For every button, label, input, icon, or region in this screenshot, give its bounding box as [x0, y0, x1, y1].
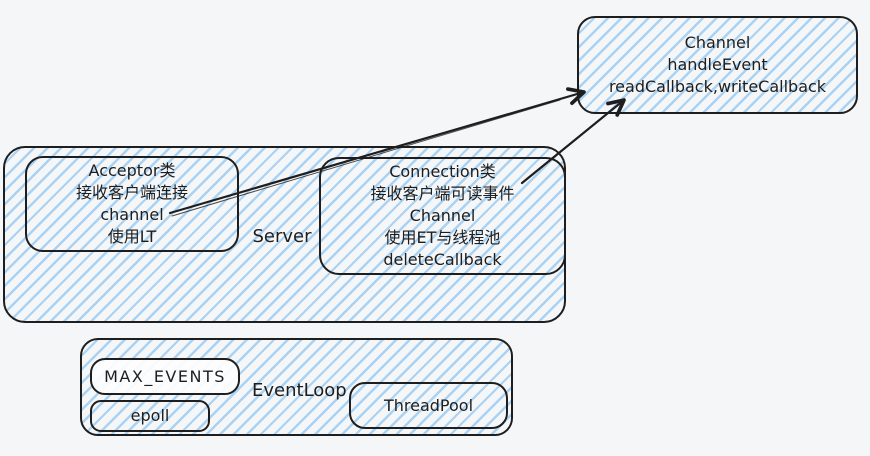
epoll-label: epoll — [130, 406, 170, 425]
channel-box-line-2: handleEvent — [667, 55, 768, 74]
connection-box-line-5: deleteCallback — [383, 250, 502, 269]
connection-box[interactable]: Connection类 接收客户端可读事件 Channel 使用ET与线程池 d… — [319, 157, 566, 275]
server-box[interactable]: Acceptor类 接收客户端连接 channel 使用LT Server Co… — [3, 146, 566, 323]
arrow-acceptor-channel-to-channel-box-roughstroke — [171, 99, 561, 217]
eventloop-box[interactable]: MAX_EVENTS epoll EventLoop ThreadPool — [80, 338, 513, 436]
channel-box[interactable]: Channel handleEvent readCallback,writeCa… — [577, 16, 858, 114]
acceptor-box-line-1: Acceptor类 — [88, 161, 176, 180]
connection-box-line-2: 接收客户端可读事件 — [370, 184, 515, 203]
arrow-acceptor-channel-to-channel-box[interactable] — [168, 87, 586, 215]
max-events-box[interactable]: MAX_EVENTS — [90, 358, 240, 395]
eventloop-label: EventLoop — [252, 380, 347, 401]
server-label: Server — [252, 226, 312, 247]
arrow-connection-to-channel-box[interactable] — [520, 98, 626, 185]
connection-box-line-4: 使用ET与线程池 — [384, 228, 501, 247]
threadpool-box[interactable]: ThreadPool — [349, 382, 508, 429]
connection-box-line-1: Connection类 — [389, 162, 496, 181]
epoll-box[interactable]: epoll — [90, 400, 210, 432]
channel-box-line-3: readCallback,writeCallback — [608, 77, 827, 96]
threadpool-label: ThreadPool — [383, 395, 474, 415]
max-events-label: MAX_EVENTS — [104, 366, 226, 386]
channel-box-line-1: Channel — [684, 33, 751, 52]
acceptor-box-line-2: 接收客户端连接 — [75, 183, 188, 202]
acceptor-box-line-4: 使用LT — [107, 227, 157, 246]
acceptor-box[interactable]: Acceptor类 接收客户端连接 channel 使用LT — [25, 156, 239, 252]
acceptor-box-line-3: channel — [100, 205, 164, 224]
connection-box-line-3: Channel — [409, 206, 476, 225]
